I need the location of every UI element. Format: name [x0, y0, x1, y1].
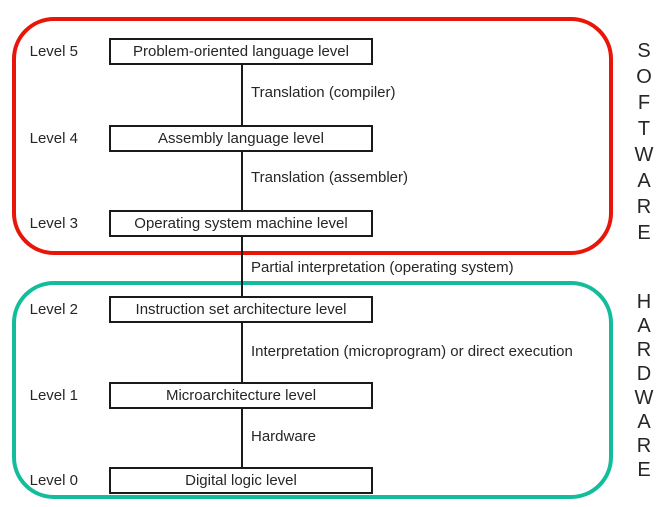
software-group-outline: [12, 17, 613, 255]
connector-line-l1-l0: [241, 409, 243, 467]
level-box-4: Assembly language level: [109, 125, 373, 152]
level-box-1: Microarchitecture level: [109, 382, 373, 409]
level-box-2: Instruction set architecture level: [109, 296, 373, 323]
hardware-group-outline: [12, 281, 613, 499]
connector-label-hardware: Hardware: [251, 428, 317, 445]
connector-line-l3-l2: [241, 237, 243, 296]
level-box-0: Digital logic level: [109, 467, 373, 494]
connector-label-compiler: Translation (compiler): [251, 84, 396, 101]
hardware-side-label: HARDWARE: [634, 291, 654, 481]
level-label-5: Level 5: [29, 43, 78, 60]
connector-line-l2-l1: [241, 323, 243, 382]
level-label-0: Level 0: [29, 472, 78, 489]
software-side-label: SOFTWARE: [634, 40, 654, 244]
connector-label-assembler: Translation (assembler): [251, 169, 408, 186]
connector-line-l4-l3: [241, 152, 243, 210]
level-label-1: Level 1: [29, 387, 78, 404]
level-label-4: Level 4: [29, 130, 78, 147]
level-box-5: Problem-oriented language level: [109, 38, 373, 65]
level-box-3: Operating system machine level: [109, 210, 373, 237]
connector-label-interpretation: Interpretation (microprogram) or direct …: [251, 343, 573, 360]
connector-line-l5-l4: [241, 65, 243, 125]
level-label-2: Level 2: [29, 301, 78, 318]
level-label-3: Level 3: [29, 215, 78, 232]
connector-label-partial-interpretation: Partial interpretation (operating system…: [251, 259, 514, 276]
